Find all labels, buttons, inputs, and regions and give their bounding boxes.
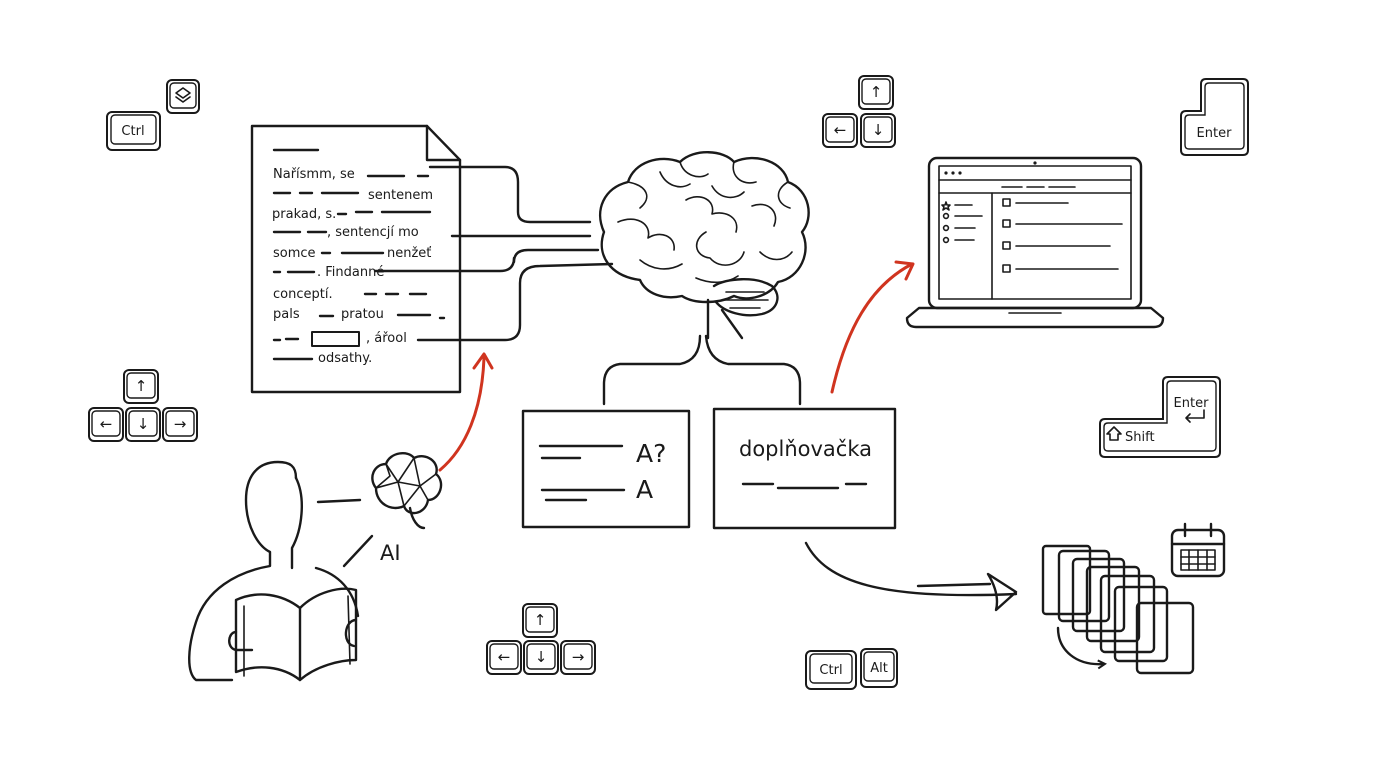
- arrow-keys-top-right: ↑ ← ↓: [822, 75, 896, 148]
- svg-text:Ctrl: Ctrl: [121, 124, 144, 139]
- cloze-card: doplňovačka: [712, 407, 897, 530]
- svg-text:Enter: Enter: [1197, 126, 1233, 141]
- document-to-brain-connectors: [373, 165, 614, 342]
- svg-text:→: →: [572, 648, 585, 666]
- svg-text:A?: A?: [636, 439, 666, 468]
- svg-text:doplňovačka: doplňovačka: [739, 437, 872, 461]
- svg-text:, ářool: , ářool: [366, 331, 407, 346]
- ai-to-document-arrow: [438, 352, 494, 472]
- enter-key-top: Enter: [1180, 78, 1249, 156]
- svg-text:Ctrl: Ctrl: [819, 663, 842, 678]
- svg-text:sentenem: sentenem: [368, 188, 433, 203]
- document-text: Nařísmm, se sentenem prakad, s. , senten…: [272, 167, 433, 366]
- svg-text:prakad, s.: prakad, s.: [272, 207, 336, 222]
- flashcard-deck-icon: [1041, 544, 1195, 675]
- ai-brain-icon: AI: [316, 452, 443, 568]
- svg-text:Enter: Enter: [1174, 396, 1210, 411]
- svg-text:↓: ↓: [535, 648, 548, 666]
- svg-text:conceptí.: conceptí.: [273, 287, 333, 302]
- brain-to-cards-connectors: [602, 334, 802, 406]
- document-blank-lines: [272, 174, 446, 361]
- svg-text:pratou: pratou: [341, 307, 384, 322]
- ctrl-alt-keys: Ctrl Alt: [805, 648, 898, 690]
- svg-text:AI: AI: [380, 541, 401, 565]
- layers-key: [166, 79, 200, 114]
- svg-text:nenžeť: nenžeť: [387, 246, 431, 261]
- svg-text:↓: ↓: [872, 121, 885, 139]
- arrow-keys-bottom: ↑ ← ↓ →: [486, 603, 596, 675]
- svg-text:A: A: [636, 475, 653, 504]
- svg-text:↑: ↑: [135, 377, 148, 395]
- cards-to-deck-arrow: [804, 541, 1018, 612]
- svg-text:odsathy.: odsathy.: [318, 351, 372, 366]
- svg-text:pals: pals: [273, 307, 300, 322]
- calendar-icon: [1170, 522, 1226, 578]
- enter-shift-key: Enter Shift: [1099, 376, 1221, 458]
- layers-icon: [175, 87, 191, 103]
- cloze-to-laptop-arrow: [830, 260, 915, 394]
- svg-text:Nařísmm, se: Nařísmm, se: [273, 167, 355, 182]
- arrow-keys-left: ↑ ← ↓ →: [88, 369, 198, 442]
- svg-text:. Findanné: . Findanné: [317, 265, 384, 280]
- svg-text:←: ←: [498, 648, 511, 666]
- svg-text:←: ←: [834, 121, 847, 139]
- open-book-icon: [234, 587, 358, 682]
- qa-card: A? A: [521, 409, 691, 529]
- svg-text:somce: somce: [273, 246, 316, 261]
- ctrl-key-topleft: Ctrl: [106, 111, 161, 151]
- svg-text:←: ←: [100, 415, 113, 433]
- svg-text:↑: ↑: [534, 611, 547, 629]
- svg-text:↑: ↑: [870, 83, 883, 101]
- svg-text:Alt: Alt: [870, 661, 888, 676]
- svg-text:↓: ↓: [137, 415, 150, 433]
- person-reading-icon: [188, 460, 360, 682]
- svg-text:Shift: Shift: [1125, 430, 1155, 445]
- svg-text:, sentencjí mo: , sentencjí mo: [327, 225, 419, 240]
- laptop-icon: [905, 156, 1165, 329]
- source-document: Nařísmm, se sentenem prakad, s. , senten…: [250, 124, 462, 394]
- svg-text:→: →: [174, 415, 187, 433]
- brain-icon: [599, 151, 810, 340]
- shift-arrow-icon: [1106, 426, 1122, 441]
